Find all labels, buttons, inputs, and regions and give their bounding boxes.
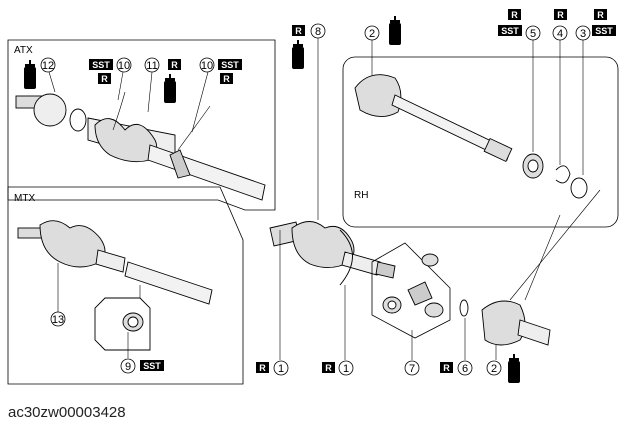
center-shaft-assembly xyxy=(269,221,396,286)
callout-9: 9 xyxy=(120,358,136,374)
outer-joint-housing xyxy=(481,300,551,346)
svg-text:SST: SST xyxy=(501,26,519,36)
grease-icon xyxy=(164,74,176,103)
svg-text:R: R xyxy=(511,10,518,20)
svg-text:2: 2 xyxy=(491,363,497,375)
svg-text:R: R xyxy=(295,26,302,36)
svg-text:2: 2 xyxy=(369,28,375,40)
mtx-shaft-assembly xyxy=(17,220,213,351)
svg-text:13: 13 xyxy=(52,314,64,326)
svg-text:SST: SST xyxy=(221,60,239,70)
callout-2-bottom: 2 xyxy=(486,360,502,376)
grease-icon xyxy=(508,354,520,383)
sst-tag: SST xyxy=(592,25,616,36)
r-tag: R xyxy=(292,25,305,36)
svg-text:R: R xyxy=(223,74,230,84)
callout-11: 11 xyxy=(144,57,160,73)
callout-7: 7 xyxy=(404,360,420,376)
svg-text:R: R xyxy=(101,74,108,84)
callout-6: 6 xyxy=(457,360,473,376)
svg-text:10: 10 xyxy=(118,60,130,72)
r-tag: R xyxy=(440,362,453,373)
r-tag: R xyxy=(322,362,335,373)
r-tag: R xyxy=(594,9,607,20)
r-tag: R xyxy=(256,362,269,373)
r-tag: R xyxy=(508,9,521,20)
svg-text:R: R xyxy=(597,10,604,20)
sst-tag: SST xyxy=(218,59,242,70)
svg-text:1: 1 xyxy=(278,363,284,375)
svg-text:R: R xyxy=(171,60,178,70)
callout-10-right: 10 xyxy=(199,57,215,73)
svg-text:3: 3 xyxy=(580,28,586,40)
grease-icon xyxy=(292,40,304,69)
callout-8: 8 xyxy=(310,23,326,39)
svg-text:6: 6 xyxy=(462,363,468,375)
svg-text:SST: SST xyxy=(143,361,161,371)
svg-text:4: 4 xyxy=(557,28,563,40)
atx-label: ATX xyxy=(14,45,33,56)
callout-5: 5 xyxy=(525,25,541,41)
svg-text:5: 5 xyxy=(530,28,536,40)
callout-2-top: 2 xyxy=(364,25,380,41)
rh-shaft-assembly xyxy=(354,74,588,199)
svg-text:1: 1 xyxy=(343,363,349,375)
rh-label: RH xyxy=(354,190,368,201)
sst-tag: SST xyxy=(140,360,164,371)
callout-4: 4 xyxy=(552,25,568,41)
svg-text:8: 8 xyxy=(315,26,321,38)
svg-text:9: 9 xyxy=(125,361,131,373)
svg-text:12: 12 xyxy=(42,60,54,72)
rh-panel: RH 2 5 R SST xyxy=(342,9,619,301)
sst-tag: SST xyxy=(498,25,522,36)
tripod-joint-parts: 7 6 R xyxy=(371,242,473,376)
svg-text:R: R xyxy=(325,363,332,373)
r-tag: R xyxy=(220,73,233,84)
sst-tag: SST xyxy=(89,59,113,70)
r-tag: R xyxy=(98,73,111,84)
svg-text:11: 11 xyxy=(146,60,157,72)
r-tag: R xyxy=(168,59,181,70)
r-tag: R xyxy=(554,9,567,20)
mtx-panel: MTX 13 9 SST xyxy=(7,186,244,385)
svg-text:10: 10 xyxy=(201,60,213,72)
svg-text:SST: SST xyxy=(595,26,613,36)
grease-icon xyxy=(389,16,401,45)
callout-1-right: 1 xyxy=(338,360,354,376)
atx-panel: ATX 12 10 11 1 xyxy=(7,39,276,211)
svg-text:SST: SST xyxy=(92,60,110,70)
callout-3: 3 xyxy=(575,25,591,41)
svg-text:7: 7 xyxy=(409,363,415,375)
svg-text:R: R xyxy=(259,363,266,373)
atx-shaft-assembly xyxy=(15,93,266,201)
svg-text:R: R xyxy=(443,363,450,373)
callout-12: 12 xyxy=(40,57,56,73)
callout-13: 13 xyxy=(50,311,66,327)
callout-10-left: 10 xyxy=(116,57,132,73)
callout-1-left: 1 xyxy=(273,360,289,376)
svg-text:R: R xyxy=(557,10,564,20)
figure-id-caption: ac30zw00003428 xyxy=(8,404,126,421)
grease-icon xyxy=(24,60,36,89)
mtx-label: MTX xyxy=(14,193,35,204)
